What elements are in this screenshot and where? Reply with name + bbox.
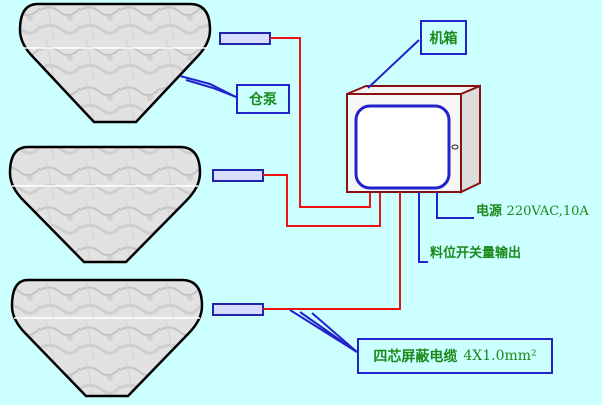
control-cabinet-icon bbox=[346, 84, 481, 194]
callout-lines bbox=[179, 39, 474, 353]
level-output-label: 料位开关量输出 bbox=[430, 246, 522, 261]
silo-hopper-icon bbox=[8, 145, 202, 264]
cable-spec: 4X1.0mm² bbox=[463, 348, 537, 364]
silo-hopper-icon bbox=[10, 278, 204, 398]
power-spec: 220VAC,10A bbox=[506, 204, 589, 219]
level-sensor-icon bbox=[219, 32, 271, 45]
silo-hopper-icon bbox=[18, 2, 212, 124]
signal-wires bbox=[263, 37, 401, 310]
level-sensor-icon bbox=[212, 303, 264, 316]
power-text: 电源 bbox=[476, 204, 503, 219]
cabinet-label: 机箱 bbox=[420, 20, 467, 55]
silo-3 bbox=[10, 278, 204, 398]
silo-1 bbox=[18, 2, 212, 124]
level-sensor-icon bbox=[212, 169, 264, 182]
silo-pump-label: 仓泵 bbox=[236, 84, 290, 114]
cable-text: 四芯屏蔽电缆 bbox=[373, 349, 458, 365]
power-label: 电源 220VAC,10A bbox=[476, 200, 589, 219]
silo-2 bbox=[8, 145, 202, 264]
cable-label: 四芯屏蔽电缆 4X1.0mm² bbox=[357, 338, 553, 374]
